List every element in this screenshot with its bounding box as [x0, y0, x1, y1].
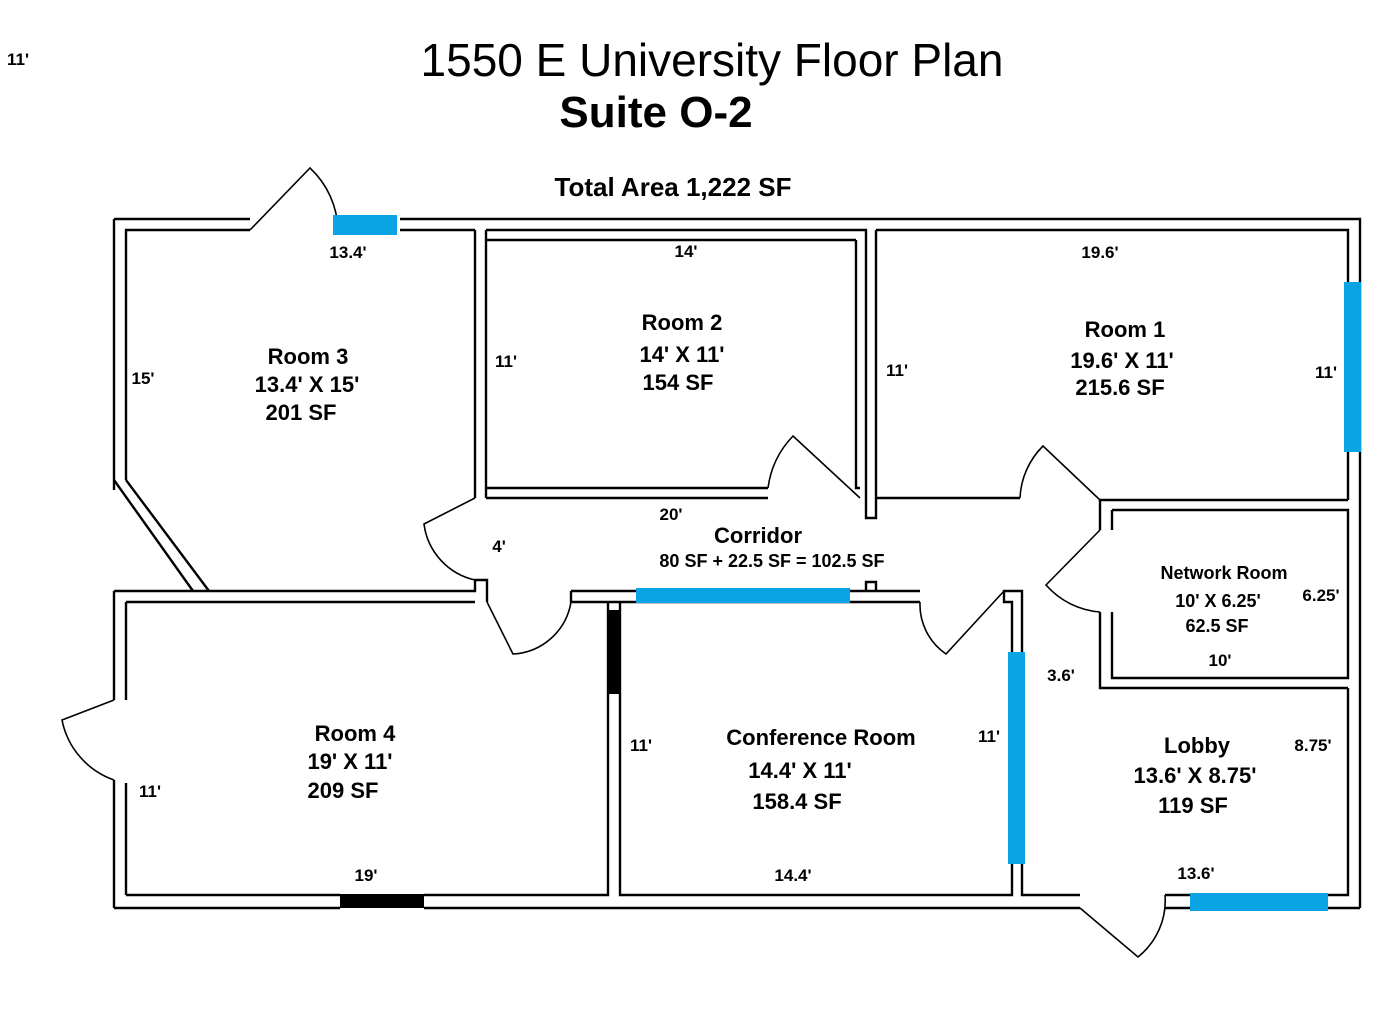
- room1-walls: [864, 228, 1350, 520]
- network-room-area: 62.5 SF: [1185, 616, 1248, 636]
- conference-room-name: Conference Room: [726, 725, 915, 750]
- dim-room1-left: 11': [886, 361, 908, 380]
- network-room-name: Network Room: [1160, 563, 1287, 583]
- corridor-label: Corridor 80 SF + 22.5 SF = 102.5 SF: [659, 523, 884, 571]
- lobby-entry-door-swing: [1079, 894, 1167, 959]
- room4-left-door-swing: [61, 699, 115, 781]
- conference-room-label: Conference Room 14.4' X 11' 158.4 SF: [726, 725, 915, 814]
- total-area: Total Area 1,222 SF: [555, 172, 792, 202]
- room3-dims: 13.4' X 15': [255, 372, 360, 397]
- dim-lobby-bottom: 13.6': [1177, 864, 1214, 883]
- room4-dims: 19' X 11': [307, 749, 392, 774]
- network-room-dims: 10' X 6.25': [1175, 591, 1261, 611]
- dimension-labels: 13.4' 15' 14' 11' 19.6' 11' 11' 20' 4' 6…: [132, 242, 1340, 885]
- room2-area: 154 SF: [643, 370, 714, 395]
- suite-label: Suite O-2: [559, 88, 752, 137]
- dim-room4-left: 11': [139, 782, 161, 801]
- room3-label: Room 3 13.4' X 15' 201 SF: [255, 344, 360, 425]
- conference-window-right: [1008, 652, 1025, 864]
- dim-lobby-right: 8.75': [1294, 736, 1331, 755]
- dim-network-right: 6.25': [1302, 586, 1339, 605]
- room2-door-swing: [767, 434, 861, 499]
- room4-dark-window: [340, 894, 424, 908]
- dim-conf-left: 11': [630, 736, 652, 755]
- outer-wall-top: [112, 217, 1362, 908]
- corridor-area: 80 SF + 22.5 SF = 102.5 SF: [659, 551, 884, 571]
- room2-label: Room 2 14' X 11' 154 SF: [639, 310, 724, 395]
- dim-network-bottom: 10': [1209, 651, 1232, 670]
- conference-room-dims: 14.4' X 11': [748, 758, 851, 783]
- lobby-window: [1190, 893, 1328, 911]
- room2-dims: 14' X 11': [639, 342, 724, 367]
- room1-dims: 19.6' X 11': [1070, 348, 1173, 373]
- network-door-swing: [1044, 529, 1101, 613]
- room3-door-swing: [249, 166, 339, 231]
- conference-door-swing: [919, 590, 1005, 656]
- room4-name: Room 4: [315, 721, 396, 746]
- dim-room3-top: 13.4': [329, 243, 366, 262]
- dim-conf-bottom: 14.4': [774, 866, 811, 885]
- room3-diagonal-wall: [113, 479, 210, 592]
- dim-room2-top: 14': [675, 242, 698, 261]
- dim-room1-top: 19.6': [1081, 243, 1118, 262]
- corridor-name: Corridor: [714, 523, 802, 548]
- lobby-label: Lobby 13.6' X 8.75' 119 SF: [1134, 733, 1257, 818]
- room1-label: Room 1 19.6' X 11' 215.6 SF: [1070, 317, 1173, 400]
- plan-title: 1550 E University Floor Plan: [421, 34, 1004, 86]
- room4-label: Room 4 19' X 11' 209 SF: [307, 721, 396, 803]
- conference-dark-partition: [608, 610, 620, 694]
- conference-room-area: 158.4 SF: [752, 789, 841, 814]
- windows: [333, 215, 1361, 911]
- room1-name: Room 1: [1085, 317, 1166, 342]
- room1-area: 215.6 SF: [1075, 375, 1164, 400]
- network-room-label: Network Room 10' X 6.25' 62.5 SF: [1160, 563, 1287, 636]
- room1-window: [1344, 282, 1361, 452]
- room3-name: Room 3: [268, 344, 349, 369]
- lobby-area: 119 SF: [1158, 793, 1228, 818]
- room1-door-swing: [1019, 444, 1101, 501]
- room3-area: 201 SF: [266, 400, 337, 425]
- dim-room1-right: 11': [1315, 363, 1337, 382]
- dim-room2-left: 11': [495, 352, 517, 371]
- room4-walls: [112, 578, 1080, 910]
- conference-window-top: [636, 588, 850, 603]
- lobby-dims: 13.6' X 8.75': [1134, 763, 1257, 788]
- dim-corridor-top: 20': [660, 505, 683, 524]
- room2-walls: [486, 228, 868, 500]
- lobby-name: Lobby: [1164, 733, 1231, 758]
- dim-room4-bottom: 19': [355, 866, 378, 885]
- room4-area: 209 SF: [308, 778, 379, 803]
- room3-right-wall: [473, 230, 488, 498]
- dim-corridor-left: 4': [492, 537, 506, 556]
- corner-dimension-label: 11': [7, 50, 29, 69]
- dim-conf-right: 11': [978, 727, 1000, 746]
- room3-window: [333, 215, 397, 235]
- dim-room3-left: 15': [132, 369, 155, 388]
- dim-lobby-left: 3.6': [1047, 666, 1075, 685]
- corridor-left-door-swing: [423, 497, 476, 581]
- room2-name: Room 2: [642, 310, 723, 335]
- room4-door-swing: [486, 601, 572, 655]
- doors: [61, 166, 1167, 959]
- network-room-walls: [1098, 500, 1350, 690]
